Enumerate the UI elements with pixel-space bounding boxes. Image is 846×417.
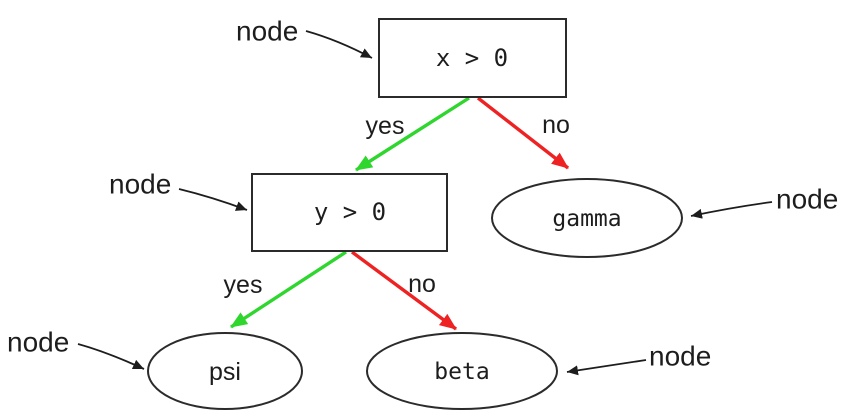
edge-label-root-no: no [542,111,570,139]
node-gamma-shape [491,178,683,258]
edge-root-yes [355,96,470,172]
node-beta-shape [366,332,558,410]
edge-internal-yes [230,250,347,329]
edge-label-root-yes: yes [366,112,405,140]
edge-root-no [476,96,570,170]
annotation-label-gamma: node [776,184,838,215]
node-root-shape [378,18,567,98]
annotation-label-root: node [236,16,298,47]
annotation-label-beta: node [649,341,711,372]
node-internal-label: y > 0 [314,198,386,226]
node-root-label: x > 0 [436,44,508,72]
edge-label-internal-yes: yes [224,271,263,299]
annotation-arrow-internal [178,188,248,211]
annotation-label-internal: node [109,169,171,200]
node-psi-label: psi [209,358,241,386]
node-beta-label: beta [434,359,489,385]
annotation-arrow-psi [77,343,145,370]
annotation-arrow-beta [566,359,647,376]
edge-internal-no [350,250,458,331]
annotation-arrow-root [305,30,373,59]
annotation-arrow-gamma [690,201,773,219]
node-psi-shape [147,332,303,410]
node-internal-shape [251,173,448,252]
annotation-label-psi: node [7,327,69,358]
node-gamma-label: gamma [552,206,621,232]
edge-label-internal-no: no [408,270,436,298]
